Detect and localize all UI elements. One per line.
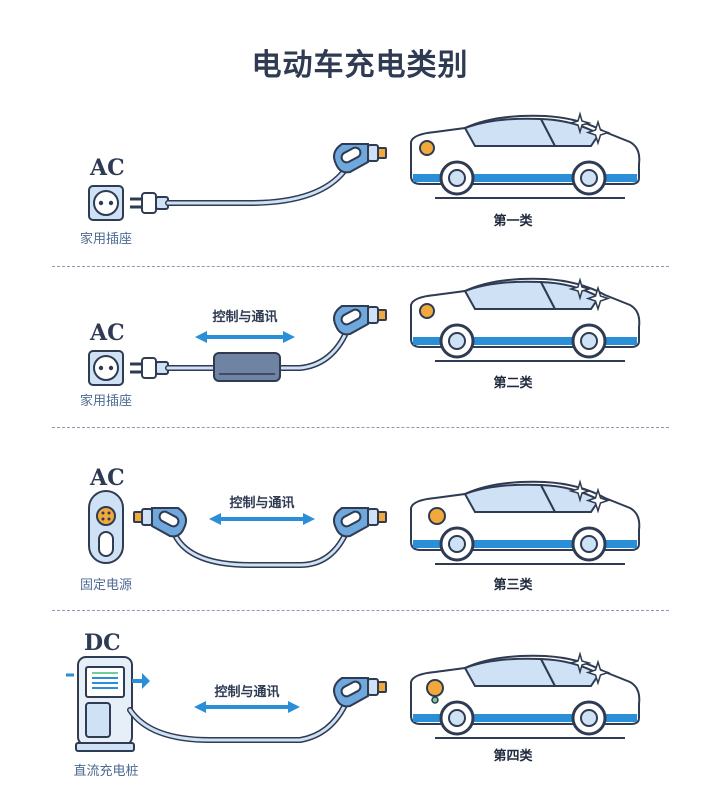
sparkle-icon	[568, 651, 611, 686]
comm-label: 控制与通讯	[214, 685, 280, 700]
dc-charger-icon	[66, 656, 150, 752]
sparkle-icon	[568, 479, 611, 514]
source-label: 固定电源	[79, 578, 132, 593]
sparkle-icon	[568, 111, 611, 146]
car-icon	[410, 654, 641, 739]
car-icon	[410, 277, 641, 362]
charger-handle-icon	[333, 507, 387, 538]
page-title: 电动车充电类别	[251, 48, 469, 83]
wall-socket-icon	[88, 185, 124, 221]
double-arrow-icon	[194, 701, 300, 713]
wall-socket-icon	[88, 350, 124, 386]
type-label: DC	[84, 630, 121, 656]
class-label: 第三类	[493, 578, 533, 593]
wallbox-icon	[88, 490, 124, 564]
type-label: AC	[90, 320, 125, 346]
charger-handle-icon	[333, 143, 387, 174]
class-label: 第一类	[493, 214, 533, 229]
control-box-icon	[213, 352, 281, 382]
class-label: 第二类	[493, 376, 533, 391]
charger-handle-icon	[333, 677, 387, 708]
comm-label: 控制与通讯	[229, 496, 295, 511]
class-label: 第四类	[493, 749, 533, 764]
comm-label: 控制与通讯	[212, 310, 278, 325]
car-icon	[410, 114, 641, 199]
plug-icon	[130, 357, 169, 379]
type-label: AC	[90, 155, 125, 181]
plug-icon	[130, 192, 169, 214]
section-divider	[52, 427, 669, 428]
car-icon	[410, 480, 641, 565]
sparkle-icon	[568, 277, 611, 312]
source-label: 家用插座	[79, 394, 132, 409]
source-label: 家用插座	[79, 232, 132, 247]
charger-handle-icon	[133, 507, 187, 538]
section-divider	[52, 266, 669, 267]
double-arrow-icon	[195, 331, 295, 343]
charger-handle-icon	[333, 305, 387, 336]
section-divider	[52, 610, 669, 611]
source-label: 直流充电桩	[73, 764, 139, 779]
double-arrow-icon	[209, 513, 315, 525]
type-label: AC	[90, 465, 125, 491]
